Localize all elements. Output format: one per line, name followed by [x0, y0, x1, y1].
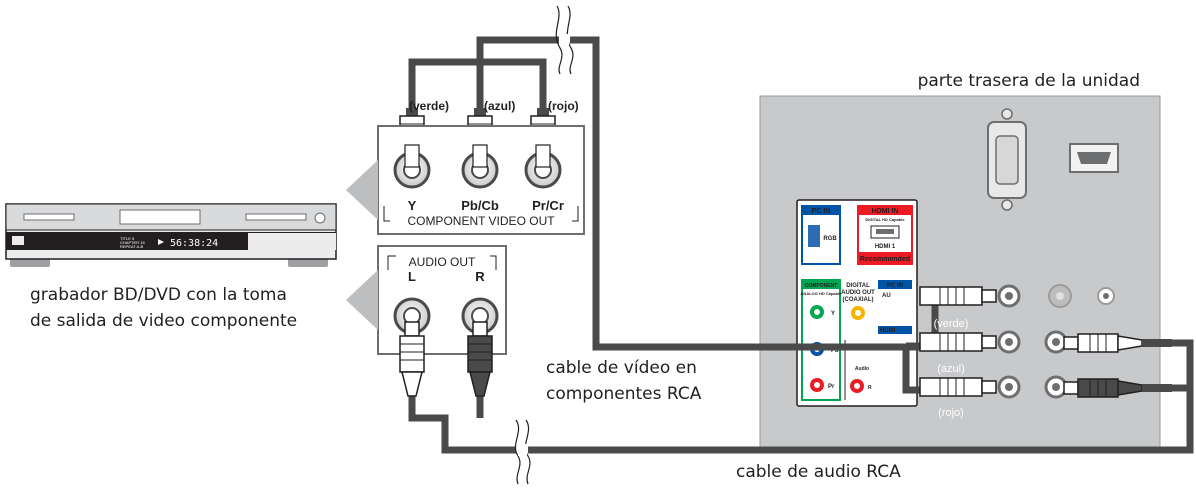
tv-audio-plug-red — [1063, 378, 1172, 398]
bd-dvd-recorder: TITLE 5 CHAPTER 15 REPEAT A-B 56:38:24 — [5, 203, 337, 267]
red-audio-plug — [467, 321, 493, 397]
pointer-arrow-video — [346, 160, 378, 220]
jack-pr — [524, 144, 562, 189]
recorder-display: 56:38:24 — [170, 238, 218, 249]
jack-pb — [461, 144, 499, 189]
hdmi-sub-label: DIGITAL HD Capable — [865, 217, 905, 222]
hdmi-port-icon — [1069, 143, 1119, 173]
audio-cable — [408, 339, 1194, 454]
white-audio-plug — [399, 321, 425, 397]
coaxial-label: (COAXIAL) — [843, 297, 874, 303]
panel-jacks — [997, 284, 1115, 399]
tv-plug-red — [919, 377, 997, 397]
audio-l-label: L — [408, 269, 416, 284]
tv-plug-blue — [919, 332, 997, 352]
panel-pb-label: Pb — [831, 348, 839, 354]
jack-y — [393, 144, 431, 189]
green-cable-label: (verde) — [409, 99, 449, 113]
component-cable-caption-line1: cable de vídeo en — [546, 358, 697, 378]
blue-cable-label: (azul) — [484, 99, 515, 113]
hdmi-strip-label: HDMI — [880, 328, 896, 334]
back-of-unit-caption: parte trasera de la unidad — [918, 71, 1140, 91]
panel-y-label: Y — [831, 311, 835, 317]
component-label: COMPONENT — [805, 283, 838, 289]
tv-red-label: (rojo) — [938, 407, 964, 419]
component-sub-label: ANALOG HD Capable — [801, 291, 843, 296]
tv-audio-plug-white — [1063, 333, 1172, 353]
recorder-small-3: REPEAT A-B — [120, 244, 144, 249]
recorder-small-2: CHAPTER 15 — [120, 240, 145, 245]
rgb-label: RGB — [823, 236, 837, 242]
audio-small-label: Audio — [855, 366, 869, 372]
y-label: Y — [408, 198, 417, 213]
cable-break-top — [555, 5, 574, 75]
tv-audio-plugs — [1063, 333, 1172, 398]
tv-green-label: (verde) — [934, 318, 969, 330]
component-cable-caption-line2: componentes RCA — [546, 384, 702, 404]
pc-in-label: PC IN — [812, 208, 831, 215]
recorder-small-1: TITLE 5 — [120, 236, 135, 241]
audio-out-title: AUDIO OUT — [409, 255, 476, 269]
audio-cable-caption: cable de audio RCA — [736, 462, 901, 482]
component-video-out-box: Y Pb/Cb Pr/Cr COMPONENT VIDEO OUT — [377, 125, 585, 235]
cable-break-bottom — [514, 419, 531, 485]
audio-plugs — [399, 321, 493, 397]
recorder-caption-line1: grabador BD/DVD con la toma — [30, 285, 287, 305]
tv-back-panel: PC IN RGB HDMI IN DIGITAL HD Capable HDM… — [759, 95, 1161, 454]
au-label: AU — [882, 293, 891, 299]
component-video-out-title: COMPONENT VIDEO OUT — [407, 214, 555, 228]
vga-port-icon — [987, 108, 1027, 211]
pb-label: Pb/Cb — [461, 198, 499, 213]
pc-in-2-label: PC IN — [887, 283, 903, 289]
hdmi1-label: HDMI 1 — [875, 244, 896, 250]
hdmi-in-label: HDMI IN — [872, 208, 899, 215]
panel-pr-label: Pr — [828, 384, 835, 390]
pr-label: Pr/Cr — [532, 198, 564, 213]
audio-r-label: R — [475, 269, 485, 284]
recommended-label: Recommended — [860, 256, 910, 263]
recorder-caption-line2: de salida de video componente — [30, 311, 297, 331]
tv-plug-green — [919, 286, 997, 306]
tv-component-plugs: (verde) (azul) (rojo) — [919, 286, 997, 419]
tv-blue-label: (azul) — [937, 363, 965, 375]
audio-r-label: R — [868, 385, 872, 391]
red-cable-label: (rojo) — [548, 99, 579, 113]
play-icon — [158, 239, 164, 245]
digital-audio-out-label: AUDIO OUT — [841, 290, 875, 296]
pointer-arrow-audio — [346, 270, 378, 330]
input-label-plate: PC IN RGB HDMI IN DIGITAL HD Capable HDM… — [796, 199, 918, 407]
digital-label: DIGITAL — [846, 283, 870, 289]
